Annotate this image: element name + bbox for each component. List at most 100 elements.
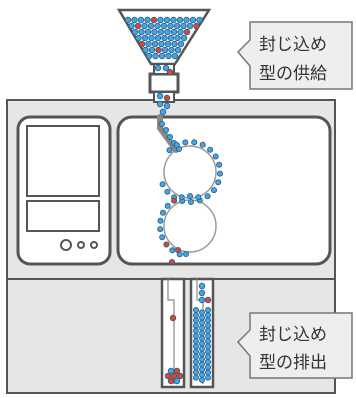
blue-bead bbox=[154, 64, 162, 72]
blue-bead bbox=[164, 40, 172, 48]
blue-bead bbox=[207, 146, 214, 153]
blue-bead bbox=[145, 40, 152, 48]
blue-bead bbox=[198, 356, 205, 363]
blue-bead bbox=[159, 234, 166, 241]
blue-bead bbox=[204, 193, 211, 200]
blue-bead bbox=[192, 327, 199, 334]
callout-shape bbox=[236, 21, 353, 90]
blue-bead bbox=[204, 327, 211, 334]
blue-bead bbox=[192, 338, 199, 345]
blue-bead bbox=[167, 367, 175, 375]
blue-bead bbox=[204, 358, 211, 365]
red-bead bbox=[171, 197, 178, 204]
blue-bead bbox=[174, 46, 182, 54]
feed-chute bbox=[157, 114, 179, 153]
blue-bead bbox=[138, 28, 145, 36]
blue-bead bbox=[198, 324, 205, 331]
blue-bead bbox=[131, 16, 138, 24]
callout-discharge: 封じ込め 型の排出 bbox=[236, 312, 353, 379]
blue-bead bbox=[164, 202, 171, 209]
blue-bead bbox=[148, 34, 155, 42]
blue-bead bbox=[192, 343, 199, 350]
blue-bead bbox=[174, 34, 181, 42]
blue-bead bbox=[154, 22, 161, 30]
blue-bead bbox=[152, 52, 159, 60]
blue-bead bbox=[164, 188, 171, 195]
red-bead bbox=[163, 94, 171, 102]
blue-bead bbox=[204, 343, 211, 350]
blue-bead bbox=[166, 147, 173, 154]
callout-discharge-line2: 型の排出 bbox=[259, 353, 327, 373]
blue-bead bbox=[163, 102, 171, 110]
blue-bead bbox=[198, 345, 205, 352]
blue-bead bbox=[157, 28, 165, 36]
blue-bead bbox=[198, 366, 205, 373]
blue-bead bbox=[204, 322, 211, 329]
blue-bead bbox=[198, 330, 205, 337]
blue-bead bbox=[204, 374, 211, 381]
blue-bead bbox=[141, 22, 148, 30]
blue-bead bbox=[198, 309, 205, 316]
blue-bead bbox=[162, 127, 169, 134]
callout-supply-line2: 型の供給 bbox=[259, 64, 327, 84]
blue-bead bbox=[192, 353, 199, 360]
blue-bead bbox=[198, 335, 205, 342]
blue-bead bbox=[144, 16, 151, 24]
blue-bead bbox=[183, 16, 190, 24]
blue-bead bbox=[164, 28, 171, 36]
blue-bead bbox=[192, 317, 199, 324]
blue-bead bbox=[187, 198, 194, 205]
red-bead bbox=[173, 367, 181, 375]
blue-bead bbox=[173, 22, 181, 30]
red-bead bbox=[138, 40, 146, 48]
blue-bead bbox=[128, 22, 135, 30]
blue-bead bbox=[198, 289, 206, 297]
blue-bead bbox=[198, 314, 205, 321]
blue-bead bbox=[159, 181, 166, 188]
callout-shape bbox=[236, 312, 353, 379]
blue-bead bbox=[159, 108, 167, 116]
blue-bead bbox=[198, 350, 205, 357]
blue-bead bbox=[192, 364, 199, 371]
blue-bead bbox=[216, 161, 223, 168]
blue-bead bbox=[171, 40, 178, 48]
blue-bead bbox=[212, 153, 219, 160]
blue-bead bbox=[173, 141, 180, 148]
blue-bead bbox=[180, 34, 188, 42]
blue-bead bbox=[157, 16, 164, 24]
blue-bead bbox=[157, 226, 164, 233]
blue-bead bbox=[178, 194, 185, 201]
blue-bead bbox=[165, 52, 172, 60]
red-bead bbox=[174, 246, 181, 253]
blue-bead bbox=[192, 358, 199, 365]
blue-bead bbox=[148, 46, 156, 54]
secondary-screen bbox=[26, 200, 100, 232]
blue-bead bbox=[154, 34, 162, 42]
blue-bead bbox=[124, 16, 132, 24]
red-bead bbox=[164, 372, 172, 380]
red-bead bbox=[150, 16, 158, 24]
indicator-dot-icon bbox=[60, 239, 72, 251]
blue-bead bbox=[192, 369, 199, 376]
blue-bead bbox=[198, 340, 205, 347]
red-bead bbox=[193, 22, 200, 30]
blue-bead bbox=[170, 16, 177, 24]
blue-bead bbox=[144, 28, 152, 36]
blue-bead bbox=[168, 46, 175, 54]
red-bead bbox=[204, 296, 212, 304]
blue-bead bbox=[198, 371, 205, 378]
blue-bead bbox=[192, 348, 199, 355]
blue-bead bbox=[169, 247, 176, 254]
blue-bead bbox=[191, 139, 198, 146]
blue-bead bbox=[192, 306, 199, 313]
callout-discharge-line1: 封じ込め bbox=[259, 325, 327, 345]
blue-bead bbox=[210, 187, 217, 194]
blue-bead bbox=[170, 28, 178, 36]
blue-bead bbox=[192, 374, 199, 381]
red-bead bbox=[183, 28, 191, 36]
blue-bead bbox=[147, 22, 155, 30]
blue-bead bbox=[137, 16, 145, 24]
blue-bead bbox=[160, 22, 168, 30]
blue-bead bbox=[216, 170, 223, 177]
